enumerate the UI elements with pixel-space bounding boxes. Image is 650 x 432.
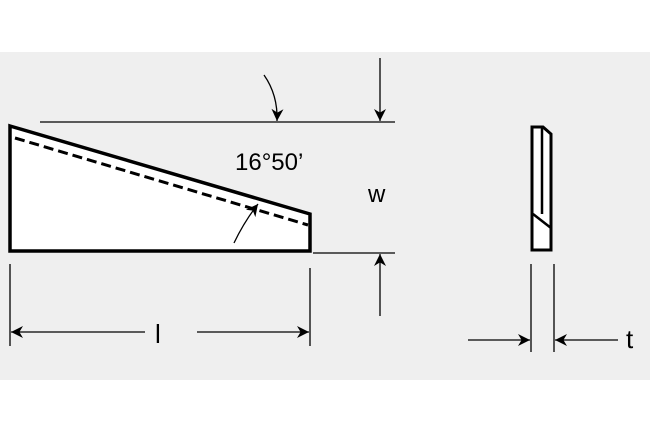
width-label: w	[367, 181, 386, 208]
blade-side-view	[530, 125, 553, 252]
length-label: l	[155, 319, 161, 349]
angle-pointer-arrow-bottom	[233, 203, 259, 244]
blade-front-view	[8, 123, 312, 253]
bevel-dashed-line	[14, 136, 309, 227]
angle-pointer-arrow-top	[263, 74, 284, 122]
thickness-label: t	[626, 324, 634, 354]
angle-label: 16°50’	[235, 149, 303, 176]
